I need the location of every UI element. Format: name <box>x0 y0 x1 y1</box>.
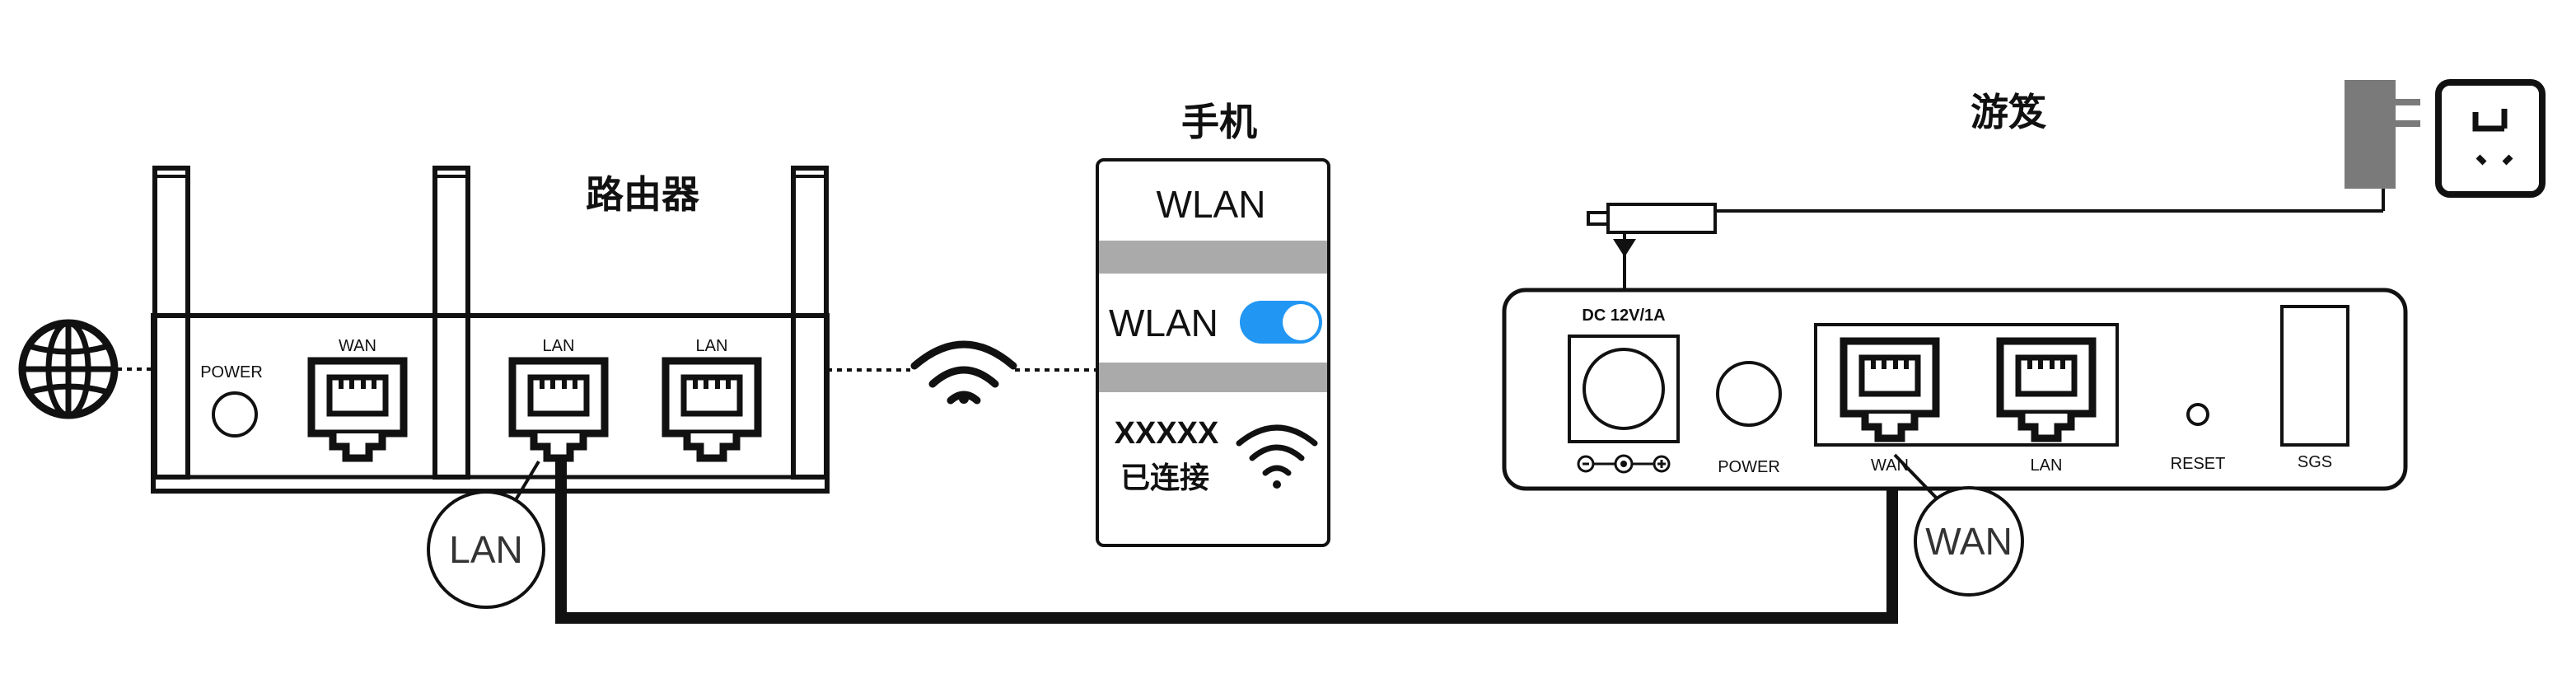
ethernet-cable <box>555 458 1898 624</box>
phone-divider-bar <box>1099 241 1327 274</box>
phone-divider-bar <box>1099 363 1327 392</box>
router: POWER WAN LAN LAN <box>151 166 830 494</box>
console-reset-label: RESET <box>2171 455 2226 473</box>
console-power-button <box>1716 361 1782 427</box>
phone-title: 手机 <box>1181 100 1257 144</box>
phone-wlan-header: WLAN <box>1157 183 1266 226</box>
phone-wifi-icon <box>1236 424 1318 489</box>
wifi-icon <box>910 340 1017 405</box>
console-dc-label: DC 12V/1A <box>1582 307 1665 325</box>
console-body: DC 12V/1A POWER WAN LAN RESET SGS <box>1502 288 2408 491</box>
wan-callout-text: WAN <box>1925 520 2013 563</box>
console-title: 游笈 <box>1971 90 2047 134</box>
console-reset-hole <box>2186 403 2209 426</box>
router-power-button <box>212 391 258 438</box>
router-lan2-label: LAN <box>696 337 728 355</box>
phone-wlan-toggle-label: WLAN <box>1109 302 1218 344</box>
phone-network-status: 已连接 <box>1120 461 1209 495</box>
console-sgs-slot <box>2280 305 2349 447</box>
wall-socket <box>2435 79 2546 198</box>
wlan-toggle-switch[interactable] <box>1240 301 1322 344</box>
console-lan-label: LAN <box>2031 456 2063 475</box>
globe-icon <box>18 319 119 419</box>
wan-callout <box>1914 486 2024 597</box>
lan-callout-text: LAN <box>449 528 522 571</box>
router-title: 路由器 <box>586 172 700 217</box>
wan-callout-leader <box>1893 453 1944 506</box>
power-adapter <box>2345 80 2420 211</box>
console-sgs-label: SGS <box>2298 453 2332 471</box>
lan-callout <box>427 490 545 609</box>
dc-polarity-icon <box>1577 454 1671 474</box>
router-power-label: POWER <box>200 363 263 381</box>
router-wan-label: WAN <box>339 337 376 355</box>
phone-screen: WLAN WLAN XXXXX 已连接 <box>1096 158 1330 547</box>
phone-network-name: XXXXX <box>1115 416 1219 451</box>
dc-plug <box>1587 203 1717 288</box>
console-power-label: POWER <box>1718 458 1780 476</box>
router-lan1-label: LAN <box>543 337 575 355</box>
